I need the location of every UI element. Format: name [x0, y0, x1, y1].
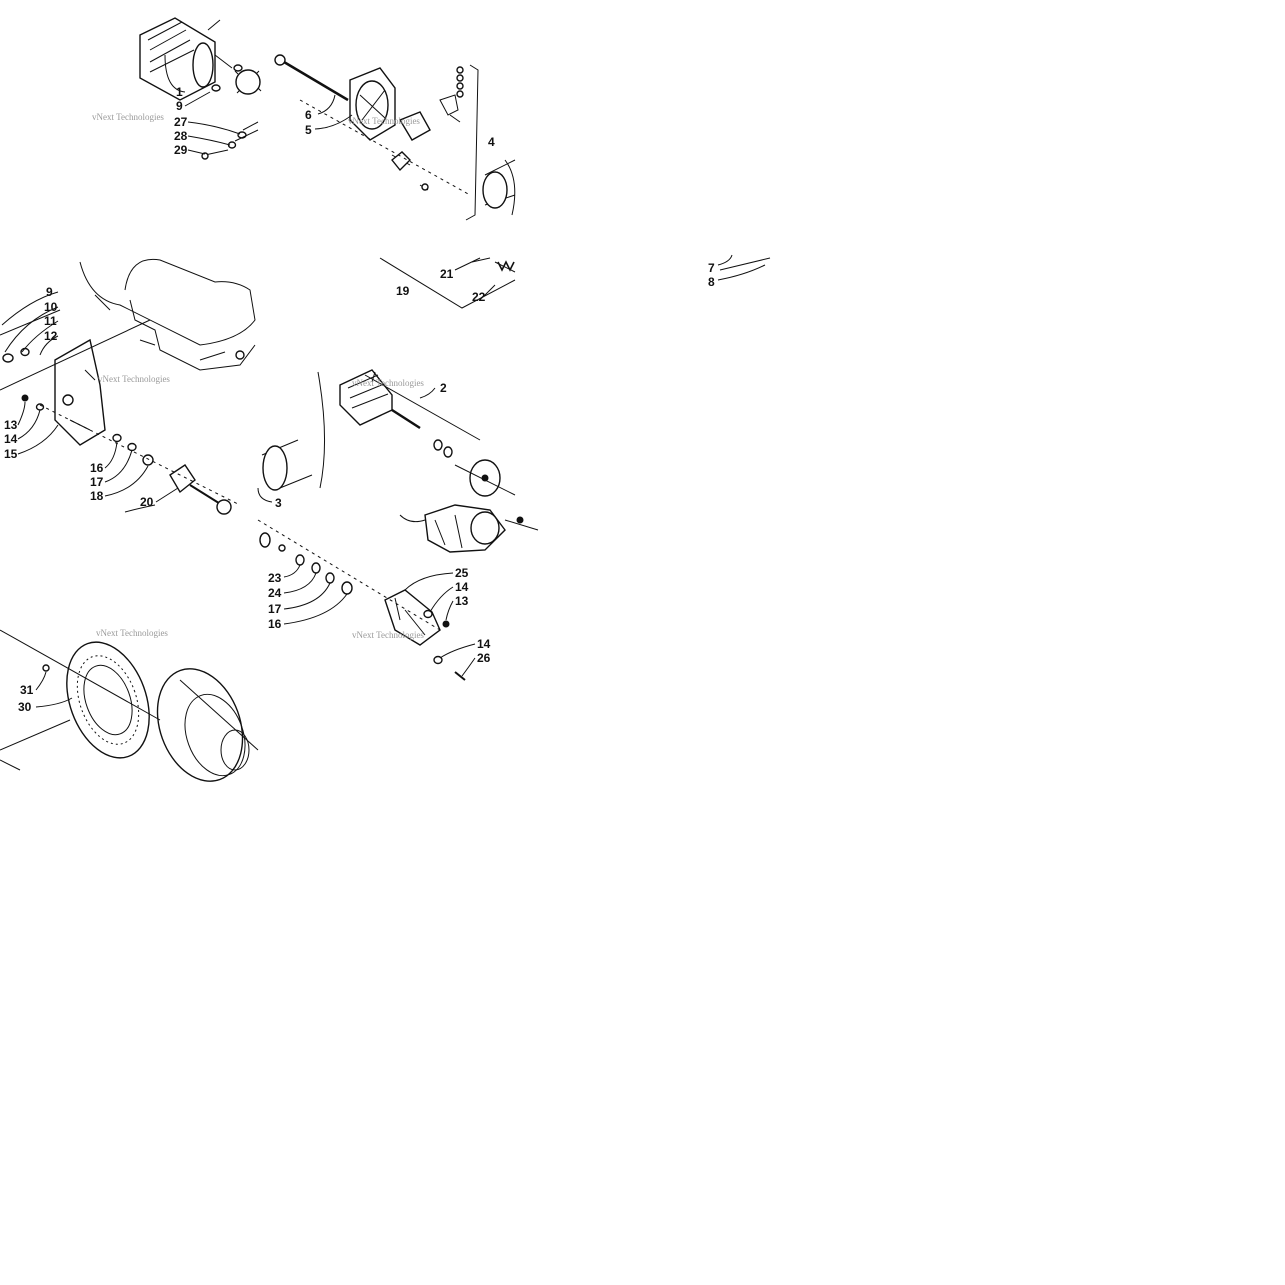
- callout-2: 2: [440, 381, 447, 395]
- watermark-2: vNext Technologies: [348, 116, 420, 126]
- assembly-axis-right: [364, 374, 516, 496]
- callout-11: 11: [44, 314, 57, 328]
- lower-washers: [259, 532, 353, 595]
- callout-20: 20: [140, 495, 154, 509]
- callout-13: 13: [4, 418, 18, 432]
- callout-19: 19: [396, 284, 410, 298]
- callout-21: 21: [440, 267, 454, 281]
- callout-7: 7: [708, 261, 715, 275]
- callout-12: 12: [44, 329, 58, 343]
- callout-30: 30: [18, 700, 32, 714]
- assembly-axis-low: [257, 519, 441, 631]
- callout-9-left: 9: [46, 285, 53, 299]
- callout-22: 22: [472, 290, 486, 304]
- flywheel: [156, 668, 259, 782]
- assembly-axis-bottom: [0, 629, 161, 771]
- callout-16: 16: [90, 461, 104, 475]
- assembly-axis-top: [299, 99, 471, 196]
- mounting-bracket: [54, 338, 106, 446]
- spring-assembly: [379, 257, 771, 309]
- assembly-axis-mid: [39, 404, 241, 506]
- callout-28: 28: [174, 129, 188, 143]
- armature: [339, 369, 421, 430]
- engine-casting: [79, 258, 256, 371]
- callout-10: 10: [44, 300, 58, 314]
- end-housing: [349, 67, 396, 141]
- callout-26: 26: [477, 651, 491, 665]
- watermark-6: vNext Technologies: [352, 630, 424, 640]
- callout-25: 25: [455, 566, 469, 580]
- callout-23: 23: [268, 571, 282, 585]
- ring-gear: [42, 641, 150, 759]
- callout-labels: 1 9 27 28 29 6 5 4 21 19 22 7 8 9 10 11 …: [4, 85, 715, 714]
- watermarks: vNext Technologies vNext Technologies vN…: [92, 112, 424, 640]
- callout-17: 17: [90, 475, 104, 489]
- bracket-fasteners: [2, 347, 154, 466]
- callout-8: 8: [708, 275, 715, 289]
- through-bolt: [274, 54, 349, 102]
- callout-14-low: 14: [455, 580, 469, 594]
- callout-29: 29: [174, 143, 188, 157]
- callout-31: 31: [20, 683, 34, 697]
- watermark-4: vNext Technologies: [352, 378, 424, 388]
- callout-16-low: 16: [268, 617, 282, 631]
- callout-6: 6: [305, 108, 312, 122]
- drive-end-housing: [399, 504, 539, 553]
- callout-18: 18: [90, 489, 104, 503]
- brush-holder: [391, 64, 479, 221]
- callout-14: 14: [4, 432, 18, 446]
- callout-9: 9: [176, 99, 183, 113]
- pinion-drive: [169, 464, 232, 515]
- callout-24: 24: [268, 586, 282, 600]
- callout-17-low: 17: [268, 602, 282, 616]
- callout-14-bottom: 14: [477, 637, 491, 651]
- axis-left-2: [0, 309, 61, 336]
- leader-lines: [1, 54, 766, 708]
- callout-4: 4: [488, 135, 495, 149]
- callout-5: 5: [305, 123, 312, 137]
- callout-13-low: 13: [455, 594, 469, 608]
- watermark-3: vNext Technologies: [98, 374, 170, 384]
- callout-3: 3: [275, 496, 282, 510]
- thrust-washers: [433, 439, 501, 497]
- watermark-5: vNext Technologies: [96, 628, 168, 638]
- callout-1: 1: [176, 85, 183, 99]
- field-coil-cylinder: [482, 159, 516, 216]
- callout-27: 27: [174, 115, 188, 129]
- yoke-cylinder: [261, 371, 326, 491]
- callout-15: 15: [4, 447, 18, 461]
- axis-left-1: [0, 319, 151, 391]
- starter-motor-body: [139, 17, 262, 101]
- watermark-1: vNext Technologies: [92, 112, 164, 122]
